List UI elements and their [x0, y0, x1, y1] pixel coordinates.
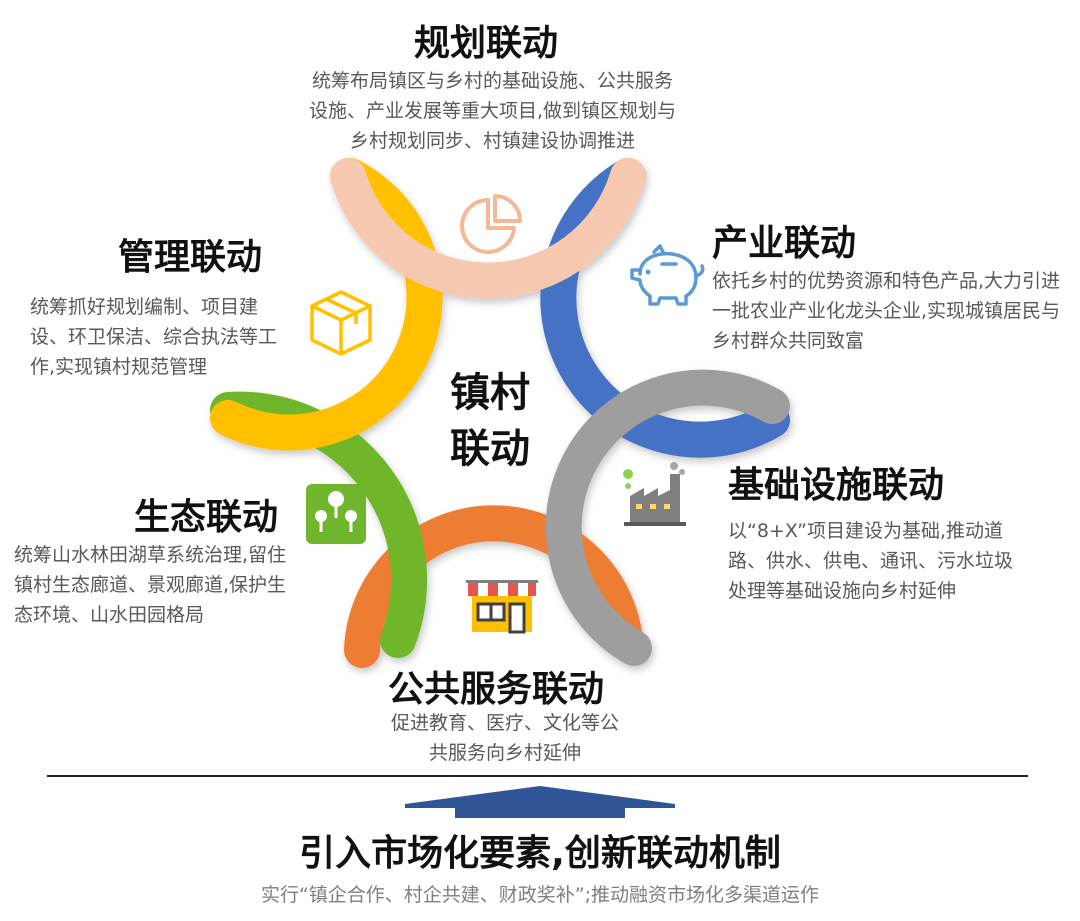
management-arc — [210, 158, 443, 451]
planning-desc: 统筹布局镇区与乡村的基础设施、公共服务设施、产业发展等重大项目,做到镇区规划与乡… — [308, 70, 677, 152]
bottom-title: 引入市场化要素,创新联动机制 — [299, 833, 781, 874]
ecology-title: 生态联动 — [134, 497, 279, 538]
public-service-title: 公共服务联动 — [388, 669, 605, 710]
management-title: 管理联动 — [118, 237, 263, 278]
infrastructure-arc — [545, 369, 790, 666]
infrastructure-title: 基础设施联动 — [728, 465, 945, 506]
industry-arc — [540, 158, 790, 458]
ecology-desc: 统筹山水林田湖草系统治理,留住镇村生态廊道、景观廊道,保护生态环境、山水田园格局 — [14, 544, 287, 626]
infrastructure-desc: 以“8+X”项目建设为基础,推动道路、供水、供电、通讯、污水垃圾处理等基础设施向… — [728, 520, 1014, 602]
store-icon — [466, 580, 538, 634]
planning-title: 规划联动 — [414, 23, 559, 64]
factory-icon — [623, 462, 686, 526]
planning-arc — [330, 158, 646, 299]
public-service-arc — [344, 505, 643, 668]
box-icon — [310, 290, 372, 356]
industry-title: 产业联动 — [712, 223, 857, 264]
pie-chart-icon — [460, 194, 522, 254]
industry-desc: 依托乡村的优势资源和特色产品,大力引进一批农业产业化龙头企业,实现城镇居民与乡村… — [712, 270, 1061, 352]
bottom-subtitle: 实行“镇企合作、村企共建、财政奖补”;推动融资市场化多渠道运作 — [260, 884, 820, 906]
center-label-line1: 镇村 — [450, 370, 530, 416]
center-label-line2: 联动 — [450, 426, 530, 472]
management-desc: 统筹抓好规划编制、项目建设、环卫保洁、综合执法等工作,实现镇村规范管理 — [30, 296, 278, 378]
public-service-desc: 促进教育、医疗、文化等公共服务向乡村延伸 — [390, 712, 619, 764]
up-arrow — [405, 786, 675, 818]
piggy-bank-icon — [630, 244, 705, 306]
trees-icon — [306, 484, 366, 544]
